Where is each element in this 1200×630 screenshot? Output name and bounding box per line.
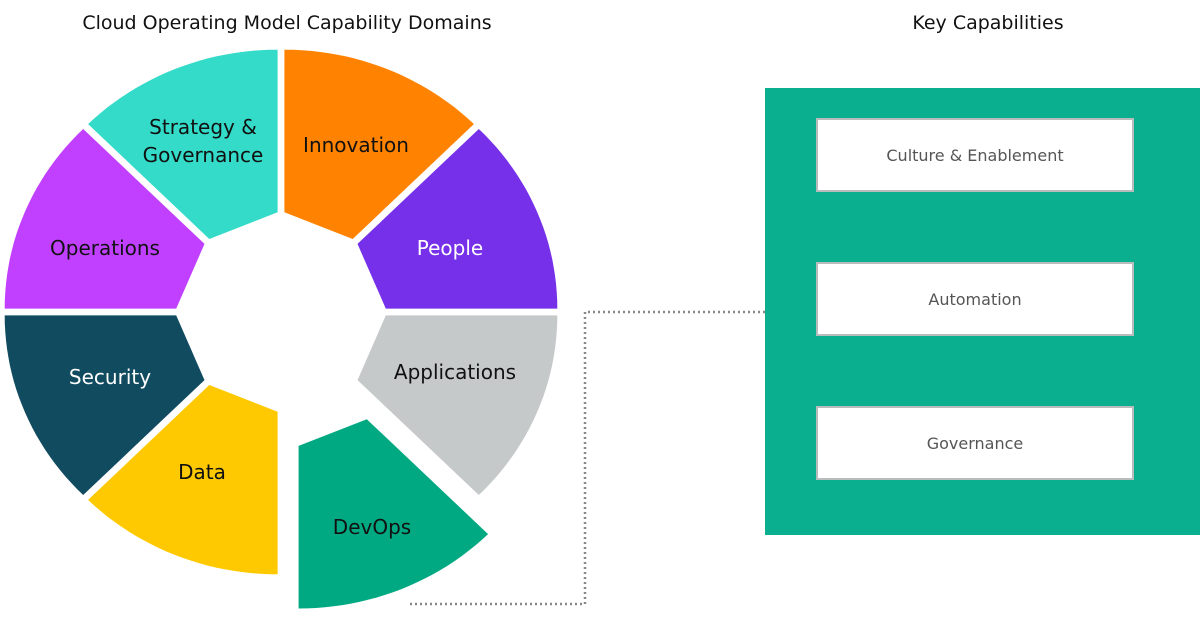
segment-security — [4, 315, 205, 495]
segment-label-line: DevOps — [333, 515, 411, 539]
segment-strategy-governance — [88, 49, 278, 240]
segment-people — [357, 129, 558, 309]
key-capabilities-panel: Culture & Enablement Automation Governan… — [765, 88, 1200, 535]
segment-label: Operations — [50, 236, 160, 260]
segment-label-line: Governance — [143, 143, 264, 167]
segment-label-line: Security — [69, 365, 151, 389]
diagram-title: Cloud Operating Model Capability Domains — [82, 12, 492, 34]
segment-data — [88, 385, 278, 575]
segment-label: Security — [69, 365, 151, 389]
segment-label-line: People — [417, 236, 483, 260]
segment-operations — [4, 129, 205, 309]
segment-applications — [357, 315, 558, 495]
capability-box: Culture & Enablement — [816, 118, 1134, 192]
segment-label: Strategy & Governance — [143, 115, 264, 167]
segment-innovation — [284, 49, 474, 240]
segment-label: Innovation — [303, 133, 409, 157]
segment-label: Applications — [394, 360, 516, 384]
capability-box: Automation — [816, 262, 1134, 336]
segment-label-line: Operations — [50, 236, 160, 260]
key-capabilities-title: Key Capabilities — [912, 12, 1064, 34]
segment-label-line: Strategy & — [149, 115, 257, 139]
segment-label-line: Innovation — [303, 133, 409, 157]
capability-box: Governance — [816, 406, 1134, 480]
segment-label-line: Applications — [394, 360, 516, 384]
segment-label-line: Data — [178, 460, 226, 484]
segment-label: DevOps — [333, 515, 411, 539]
dotted-connector — [410, 310, 765, 606]
segment-label: People — [417, 236, 483, 260]
segment-label: Data — [178, 460, 226, 484]
segment-devops — [298, 419, 489, 609]
